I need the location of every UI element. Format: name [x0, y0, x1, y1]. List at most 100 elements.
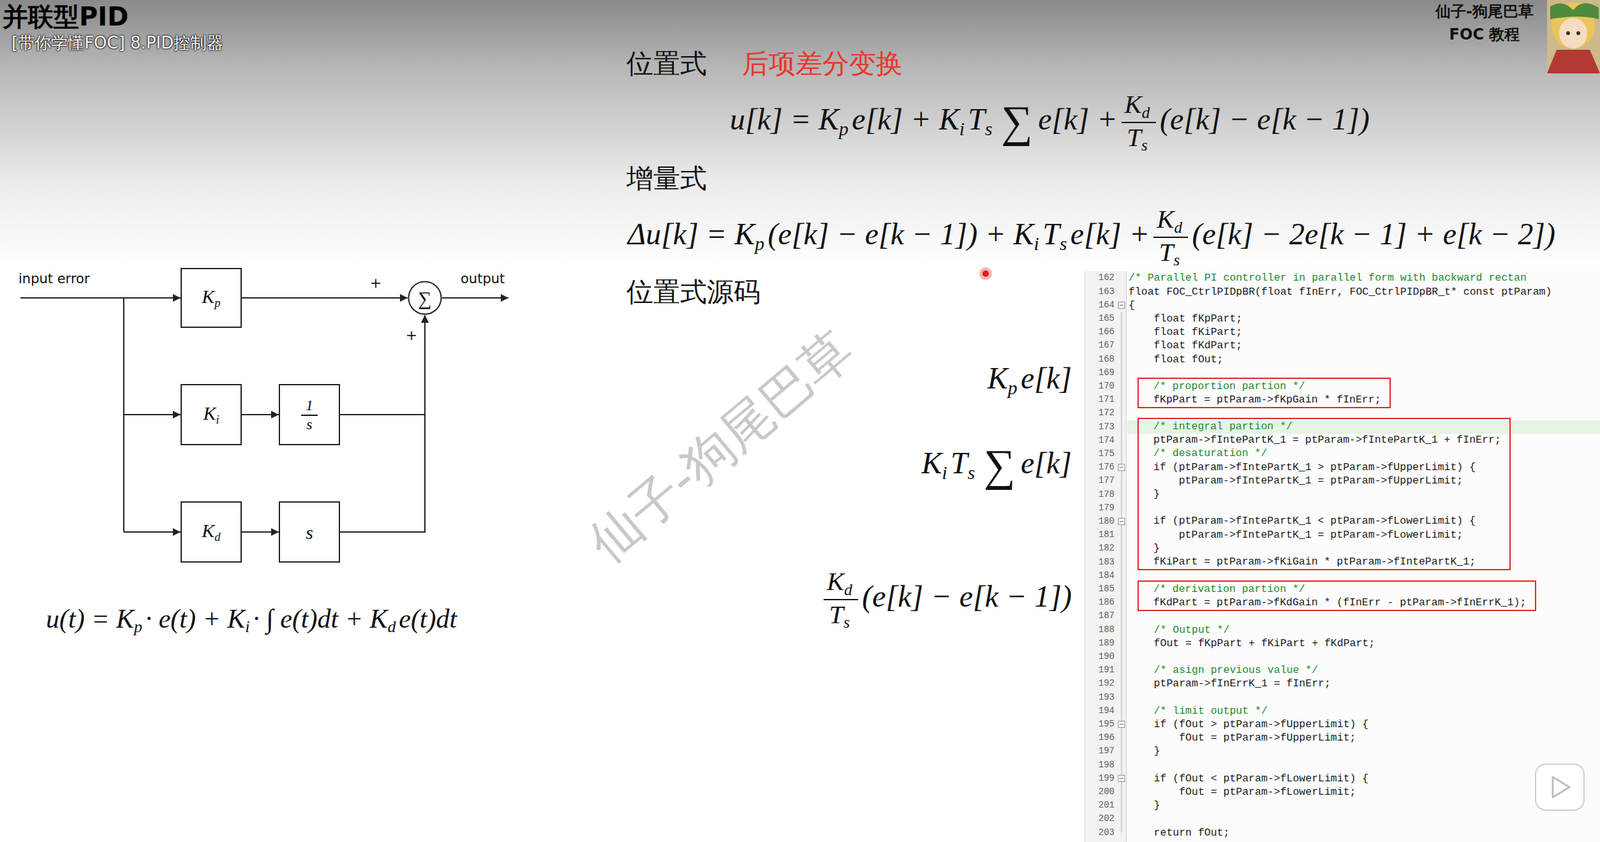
formula-term: T [1042, 216, 1060, 251]
gain-block: Kd [180, 501, 242, 563]
code-line: } [1153, 487, 1160, 501]
section-heading: 增量式 [626, 162, 707, 195]
line-number: 170 [1085, 379, 1115, 393]
code-line: fOut = fKpPart + fKiPart + fKdPart; [1154, 636, 1376, 651]
line-number: 181 [1085, 528, 1115, 542]
line-number: 201 [1085, 798, 1115, 813]
subscript: s [1173, 250, 1181, 269]
summing-junction: ∑ [407, 280, 443, 316]
subscript: s [1059, 232, 1068, 254]
subscript: i [959, 118, 965, 140]
code-line: fKdPart = ptParam->fKdGain * (fInErr - p… [1153, 595, 1526, 610]
line-number: 190 [1085, 650, 1115, 664]
code-line: fOut = ptParam->fLowerLimit; [1178, 785, 1356, 799]
code-line: /* desaturation */ [1153, 446, 1267, 460]
block-symbol: K [201, 519, 215, 541]
line-number: 191 [1085, 663, 1115, 677]
formula-term: (e[k] − e[k − 1]) [1159, 102, 1370, 136]
code-line: } [1154, 798, 1161, 813]
play-button [1535, 764, 1585, 811]
subscript: p [133, 617, 143, 637]
code-line: /* asign previous value */ [1154, 663, 1319, 677]
formula-term: u(t) = K [45, 604, 134, 634]
fraction-numerator: Kd [823, 568, 859, 601]
fold-box [1118, 464, 1125, 471]
integrator-block: 1s [278, 384, 341, 446]
block-text: Kd [201, 519, 221, 544]
output-wire [442, 297, 509, 299]
formula-term: K [987, 361, 1008, 395]
subscript: d [844, 580, 853, 599]
signal-label: output [460, 271, 505, 288]
line-number: 164 [1085, 298, 1115, 312]
fraction: KdTs [1121, 91, 1156, 154]
block-text: Kp [201, 285, 221, 310]
line-number: 195 [1085, 717, 1115, 732]
code-line: } [1154, 744, 1161, 758]
input-wire [20, 297, 181, 299]
line-number: 180 [1085, 514, 1115, 529]
line-number: 178 [1085, 488, 1115, 502]
line-number: 182 [1085, 541, 1115, 556]
subscript: s [967, 461, 976, 483]
line-number: 196 [1085, 731, 1115, 745]
line-number: 177 [1085, 474, 1115, 488]
line-number: 169 [1085, 366, 1115, 380]
formula-term: Δu[k] = K [627, 216, 755, 251]
block-text: Ki [202, 402, 219, 427]
gain-block: Ki [180, 384, 242, 446]
line-number: 171 [1085, 392, 1115, 407]
formula-term: T [1126, 123, 1142, 152]
formula-term: e[k] [1020, 361, 1072, 395]
watermark: 仙子-狗尾巴草 [576, 318, 866, 575]
subscript: p [1007, 377, 1018, 399]
fraction-denominator: Ts [1126, 123, 1151, 154]
code-line: fKpPart = ptParam->fKpGain * fInErr; [1153, 392, 1381, 407]
line-number: 175 [1085, 447, 1115, 461]
section-heading: 位置式 [626, 47, 707, 80]
line-number: 184 [1085, 569, 1115, 583]
subscript: p [214, 296, 221, 310]
line-number: 188 [1085, 623, 1115, 637]
line-number: 174 [1085, 433, 1115, 448]
denominator: s [306, 415, 312, 433]
subscript: p [838, 118, 849, 140]
summation-sign: ∑ [983, 440, 1016, 490]
fraction-numerator: Kd [1121, 91, 1156, 124]
summation-sign: ∑ [1000, 96, 1033, 147]
line-number: 192 [1085, 676, 1115, 691]
line-number: 194 [1085, 704, 1115, 718]
line-number: 197 [1085, 744, 1115, 758]
formula: u[k] = Kpe[k] + KiTs∑e[k] +KdTs(e[k] − e… [729, 91, 1370, 154]
line-number: 173 [1085, 420, 1115, 434]
formula-term: K [921, 445, 942, 480]
code-line: float fKpPart; [1154, 311, 1243, 326]
code-line: if (ptParam->fIntePartK_1 < ptParam->fLo… [1153, 514, 1476, 528]
line-number: 176 [1085, 460, 1115, 475]
fold-box [1118, 721, 1125, 728]
formula-term: (e[k] − e[k − 1]) + K [767, 216, 1034, 251]
section-heading: 位置式源码 [626, 276, 761, 309]
sign-label: + [405, 327, 418, 344]
sign-label: + [370, 274, 382, 292]
line-number: 198 [1085, 758, 1115, 772]
code-line: /* integral partion */ [1153, 419, 1293, 434]
line-number: 167 [1085, 338, 1115, 353]
line-number: 203 [1085, 826, 1115, 840]
code-line: float fKiPart; [1154, 325, 1243, 339]
formula-term: · ∫ e(t)dt + K [252, 604, 388, 634]
line-number: 186 [1085, 595, 1115, 610]
code-line: if (ptParam->fIntePartK_1 > ptParam->fUp… [1153, 460, 1476, 475]
code-line: fKiPart = ptParam->fKiGain * ptParam->fI… [1153, 555, 1476, 569]
signal-wire [340, 315, 425, 533]
fold-box [1118, 301, 1125, 309]
line-number: 183 [1085, 555, 1115, 570]
formula-term: e[k] [1020, 445, 1072, 480]
code-line: return fOut; [1154, 826, 1230, 840]
formula-term: K [1124, 89, 1142, 119]
block-text: 1s [301, 396, 318, 433]
formula-term: K [1156, 204, 1174, 234]
line-number: 165 [1085, 311, 1115, 326]
differentiator-block: s [278, 501, 341, 563]
subscript: d [1173, 218, 1183, 237]
